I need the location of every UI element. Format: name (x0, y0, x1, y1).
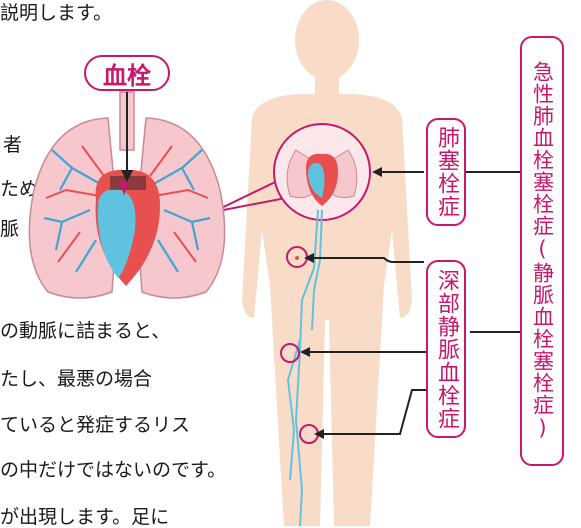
article-text-line-4: たし、最悪の場合 (0, 368, 153, 390)
article-text-line-2c: 脈 (0, 218, 20, 240)
article-text-line-2a: 者 (3, 134, 23, 156)
clot-badge: 血栓 (84, 55, 170, 91)
label-deep-vein-thrombosis: 深部静脈血栓症 (426, 260, 466, 438)
article-text-line-2b: ため (0, 178, 39, 200)
article-text-line-3: の動脈に詰まると、 (0, 320, 171, 342)
label-pulmonary-embolism: 肺塞栓症 (426, 118, 466, 226)
clot-site-knee (280, 343, 300, 363)
label-acute-pulmonary-thromboembolism: 急性肺血栓塞栓症(静脈血栓塞栓症) (520, 36, 564, 466)
lungs-diagram (28, 91, 226, 299)
article-text-line-1: 説明します。 (0, 2, 113, 24)
body-heart-mini (273, 123, 371, 221)
article-text-line-7: が出現します。足に (0, 506, 170, 528)
article-text-line-6: の中だけではないのです。 (0, 459, 227, 481)
body-silhouette (242, 0, 412, 526)
arrow-heads (300, 167, 382, 439)
article-text-line-5: ていると発症するリス (0, 414, 191, 436)
label-arrows (310, 171, 526, 435)
